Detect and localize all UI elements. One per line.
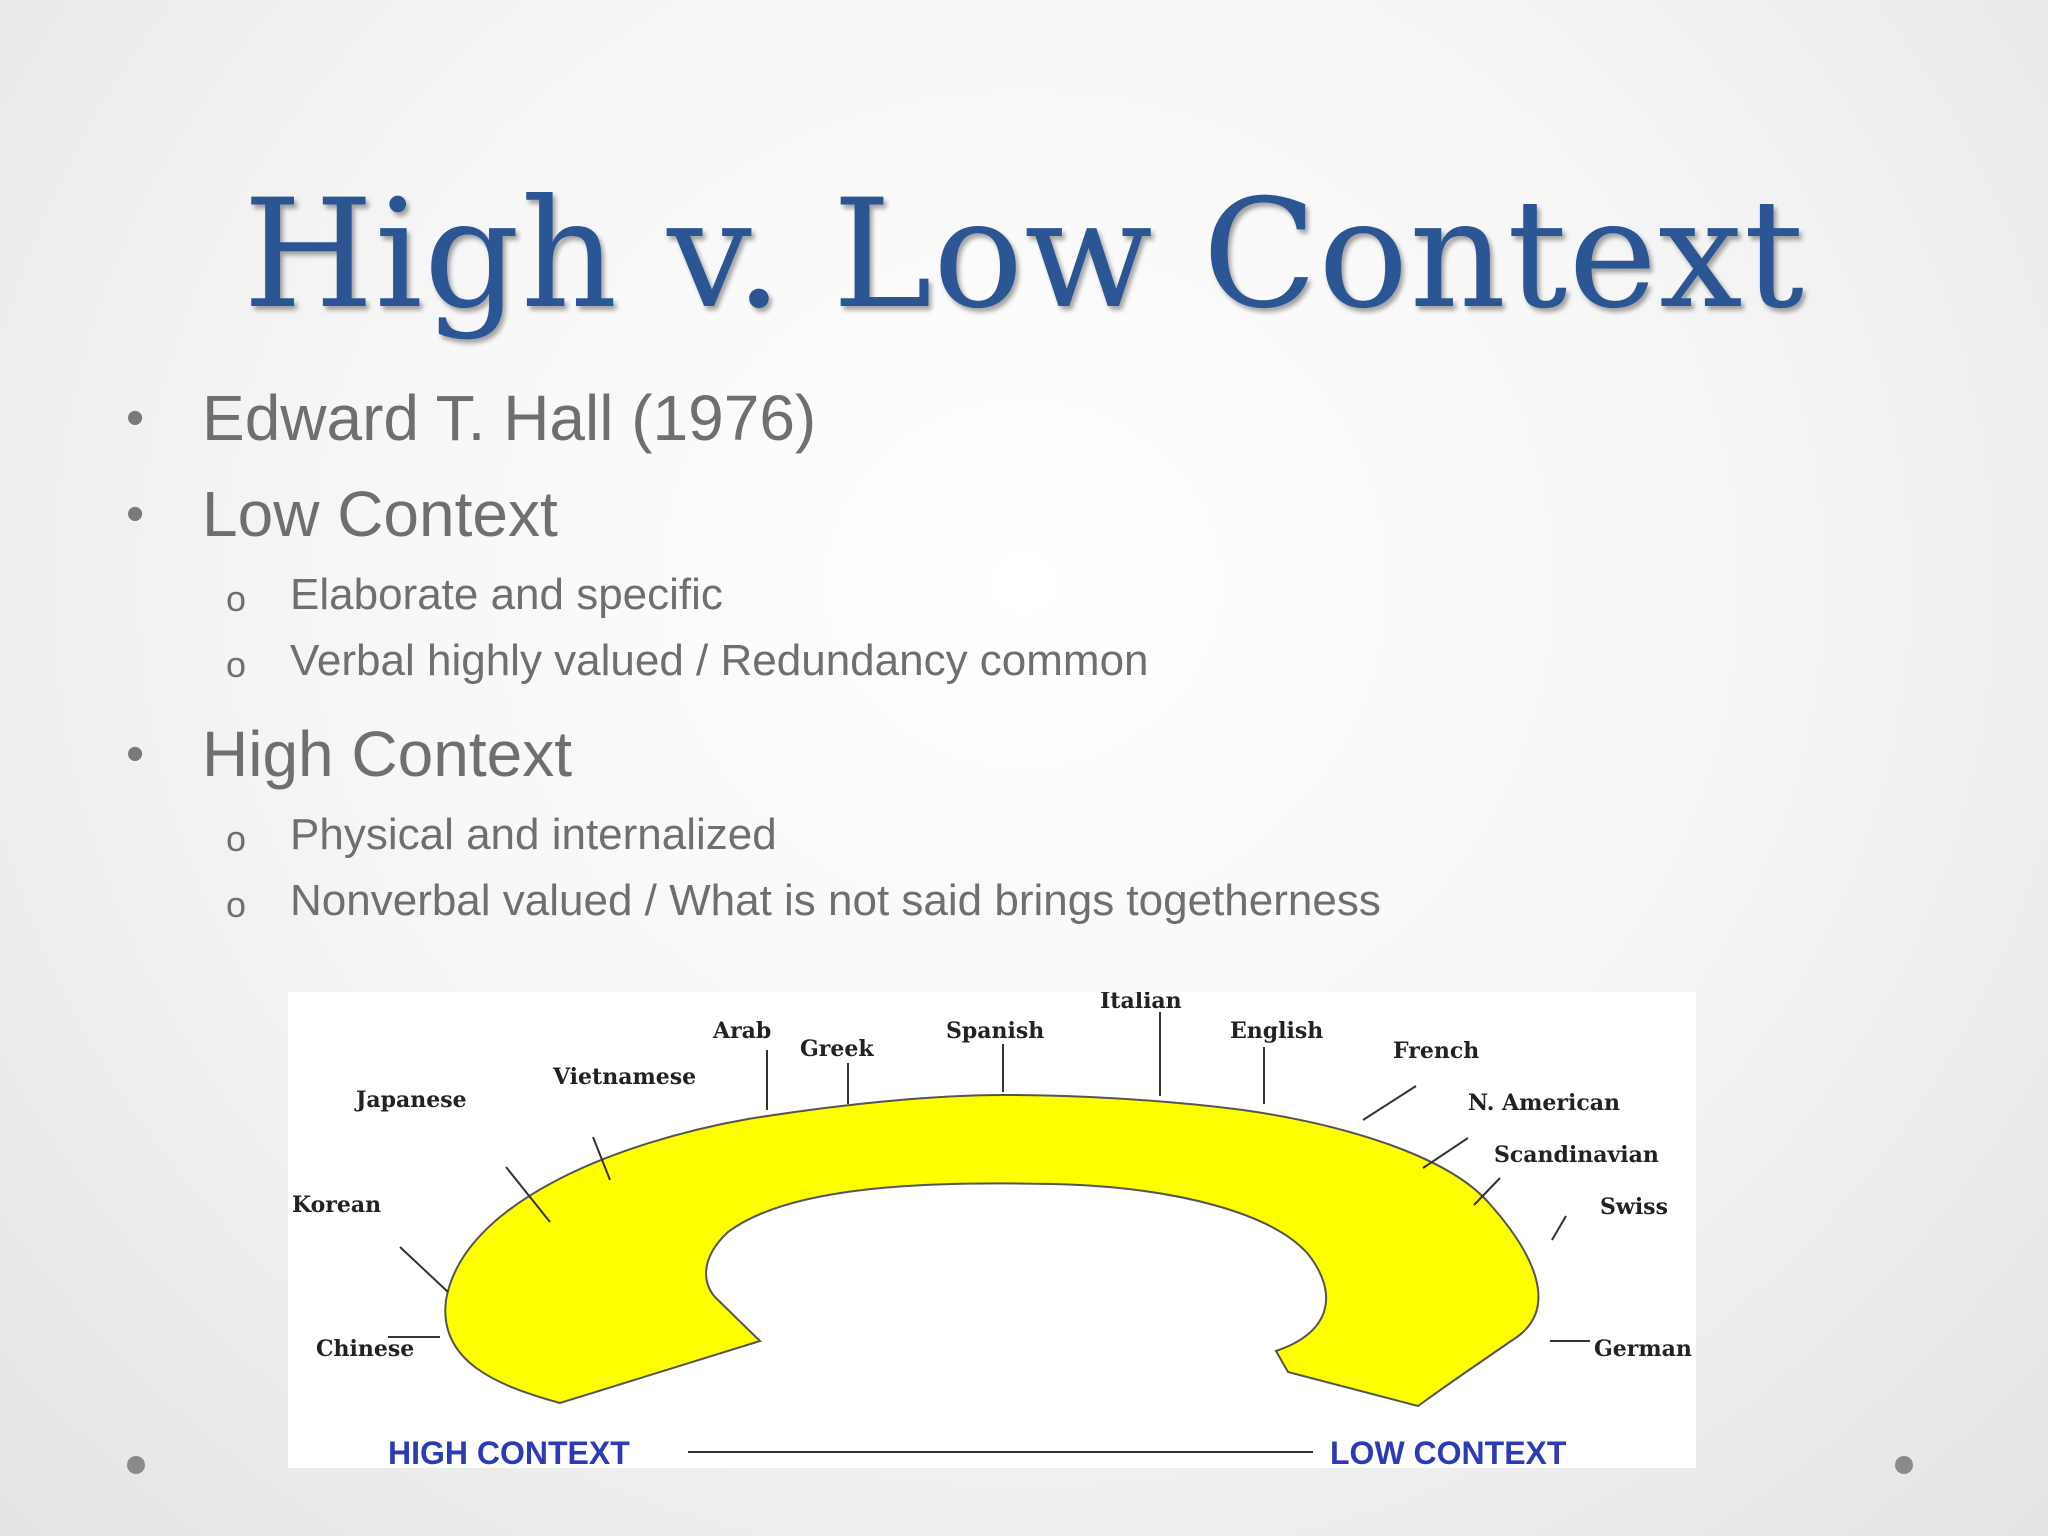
bullet-dot-icon: •	[126, 725, 145, 783]
sub-bullet-item: o Elaborate and specific	[120, 562, 1920, 628]
high-context-label: HIGH CONTEXT	[388, 1435, 630, 1468]
sub-bullet-ring-icon: o	[226, 818, 247, 859]
culture-label-n-american: N. American	[1468, 1090, 1620, 1116]
culture-label-greek: Greek	[800, 1036, 874, 1062]
sub-bullet-item: o Verbal highly valued / Redundancy comm…	[120, 628, 1920, 694]
culture-label-chinese: Chinese	[316, 1336, 414, 1362]
culture-label-japanese: Japanese	[354, 1087, 467, 1113]
leader-lines	[388, 1012, 1590, 1453]
bullet-text: High Context	[202, 718, 572, 790]
bullet-text: Edward T. Hall (1976)	[202, 382, 817, 454]
corner-dot-left-icon	[127, 1456, 145, 1474]
culture-label-spanish: Spanish	[946, 1018, 1044, 1044]
culture-labels: Chinese Korean Japanese Vietnamese Arab …	[292, 992, 1692, 1362]
context-arc-band	[444, 1093, 1540, 1408]
culture-label-swiss: Swiss	[1600, 1194, 1668, 1220]
bullet-item: • Edward T. Hall (1976)	[120, 370, 1920, 466]
culture-label-korean: Korean	[292, 1192, 381, 1218]
sub-bullet-text: Verbal highly valued / Redundancy common	[290, 636, 1149, 685]
slide-title: High v. Low Context	[243, 168, 1805, 342]
bullet-item: • Low Context	[120, 466, 1920, 562]
sub-bullet-text: Nonverbal valued / What is not said brin…	[290, 876, 1381, 925]
bullet-dot-icon: •	[126, 389, 145, 447]
sub-bullet-ring-icon: o	[226, 644, 247, 685]
bullet-dot-icon: •	[126, 485, 145, 543]
context-diagram: Chinese Korean Japanese Vietnamese Arab …	[288, 992, 1696, 1468]
sub-bullet-ring-icon: o	[226, 884, 247, 925]
low-context-label: LOW CONTEXT	[1330, 1435, 1567, 1468]
sub-bullet-text: Elaborate and specific	[290, 570, 723, 619]
bullet-text: Low Context	[202, 478, 558, 550]
context-diagram-svg: Chinese Korean Japanese Vietnamese Arab …	[292, 992, 1692, 1468]
culture-label-arab: Arab	[712, 1018, 771, 1044]
sub-bullet-item: o Nonverbal valued / What is not said br…	[120, 868, 1920, 934]
culture-label-scandinavian: Scandinavian	[1494, 1142, 1659, 1168]
sub-bullet-ring-icon: o	[226, 578, 247, 619]
sub-bullet-text: Physical and internalized	[290, 810, 777, 859]
corner-dot-right-icon	[1895, 1456, 1913, 1474]
culture-label-vietnamese: Vietnamese	[552, 1064, 696, 1090]
culture-label-english: English	[1230, 1018, 1323, 1044]
culture-label-french: French	[1393, 1038, 1479, 1064]
sub-bullet-item: o Physical and internalized	[120, 802, 1920, 868]
culture-label-italian: Italian	[1100, 992, 1182, 1014]
bullet-list: • Edward T. Hall (1976) • Low Context o …	[120, 370, 1920, 934]
bullet-item: • High Context	[120, 706, 1920, 802]
culture-label-german: German	[1594, 1336, 1692, 1362]
